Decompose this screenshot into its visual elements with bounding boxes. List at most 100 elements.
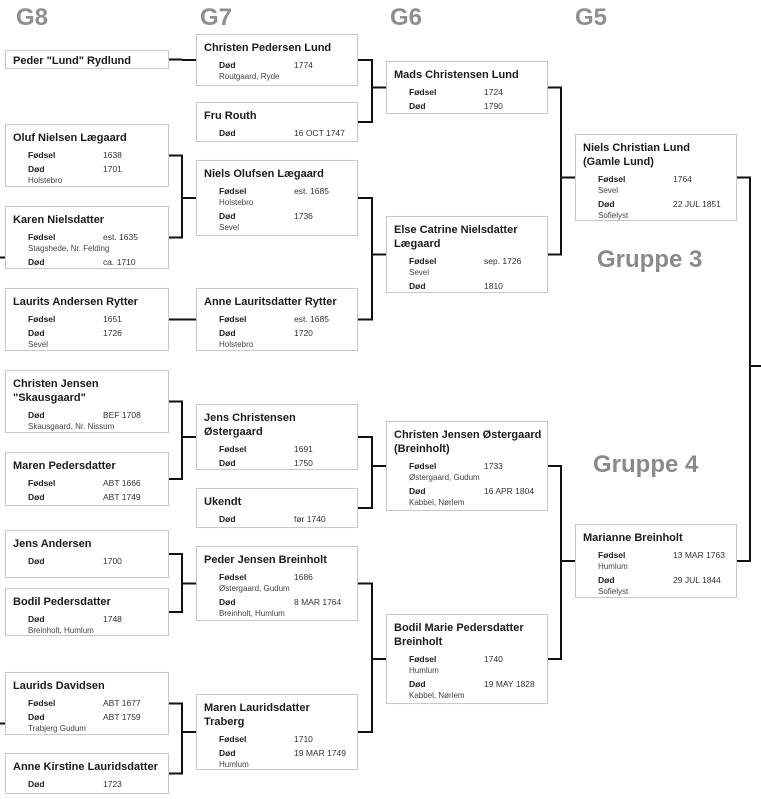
gen-label-g8: G8 <box>16 4 49 31</box>
person-name: Oluf Nielsen Lægaard <box>13 132 127 144</box>
person-name: Mads Christensen Lund <box>394 69 519 81</box>
person-card-g8-1[interactable]: Peder "Lund" Rydlund <box>5 50 169 69</box>
event-date: 1651 <box>103 314 122 324</box>
event-place: Sevel <box>219 223 240 232</box>
person-name: Peder Jensen Breinholt <box>204 554 327 566</box>
event-label: Død <box>28 614 45 624</box>
event-label: Fødsel <box>409 87 437 97</box>
event-label: Død <box>219 514 236 524</box>
person-name: Peder "Lund" Rydlund <box>13 55 131 67</box>
person-name: Niels Christian Lund(Gamle Lund) <box>583 142 690 168</box>
event-date: est. 1635 <box>103 232 138 242</box>
bracket-line <box>358 436 386 509</box>
group-label-4: Gruppe 4 <box>593 451 699 478</box>
gen-label-g5: G5 <box>575 4 608 31</box>
event-label: Død <box>28 410 45 420</box>
event-date: ABT 1677 <box>103 698 141 708</box>
event-place: Kabbel, Nørlem <box>409 691 465 700</box>
event-place: Trabjerg Gudum <box>28 724 86 733</box>
person-name: Anne Lauritsdatter Rytter <box>204 296 337 308</box>
event-label: Fødsel <box>28 232 56 242</box>
event-date: 1748 <box>103 614 122 624</box>
bracket-line <box>169 400 196 480</box>
event-date: est. 1685 <box>294 314 329 324</box>
event-date: 1691 <box>294 444 313 454</box>
event-date: 1701 <box>103 164 122 174</box>
event-row: Død 29 JUL 1844 <box>583 575 736 587</box>
event-place: Østergaard, Gudum <box>219 584 290 593</box>
event-label: Fødsel <box>219 572 247 582</box>
bracket-line <box>358 197 386 321</box>
event-date: 1790 <box>484 101 503 111</box>
bracket-line <box>358 59 386 123</box>
bracket-line <box>169 58 196 61</box>
event-date: 1736 <box>294 211 313 221</box>
event-label: Død <box>28 556 45 566</box>
event-date: 16 APR 1804 <box>484 486 535 496</box>
event-date: 29 JUL 1844 <box>673 575 721 585</box>
event-row: Fødsel 1691 <box>204 444 357 456</box>
person-name: Christen Jensen"Skausgaard" <box>13 378 99 404</box>
event-label: Død <box>219 211 236 221</box>
event-label: Død <box>219 748 236 758</box>
bracket-line <box>737 176 761 562</box>
event-label: Fødsel <box>219 444 247 454</box>
event-label: Død <box>409 101 426 111</box>
event-place: Humlum <box>219 760 249 769</box>
person-name: Maren Pedersdatter <box>13 460 116 472</box>
event-label: Død <box>28 164 45 174</box>
person-name: Marianne Breinholt <box>583 532 683 544</box>
bracket-line <box>169 702 196 775</box>
event-label: Død <box>598 575 615 585</box>
bracket-line <box>548 465 575 660</box>
bracket-line <box>548 86 575 256</box>
event-place: Humlum <box>409 666 439 675</box>
person-name: Laurits Andersen Rytter <box>13 296 138 308</box>
event-date: 19 MAR 1749 <box>294 748 346 758</box>
event-label: Fødsel <box>219 186 247 196</box>
event-date: sep. 1726 <box>484 256 522 266</box>
event-label: Død <box>219 60 236 70</box>
bracket-line <box>358 582 386 733</box>
event-place: Kabbel, Nørlem <box>409 498 465 507</box>
event-label: Død <box>28 328 45 338</box>
event-label: Fødsel <box>409 654 437 664</box>
person-card-g6-3[interactable]: Christen Jensen Østergaard(Breinholt)Fød… <box>386 421 548 511</box>
event-place: Holstebro <box>219 340 254 349</box>
